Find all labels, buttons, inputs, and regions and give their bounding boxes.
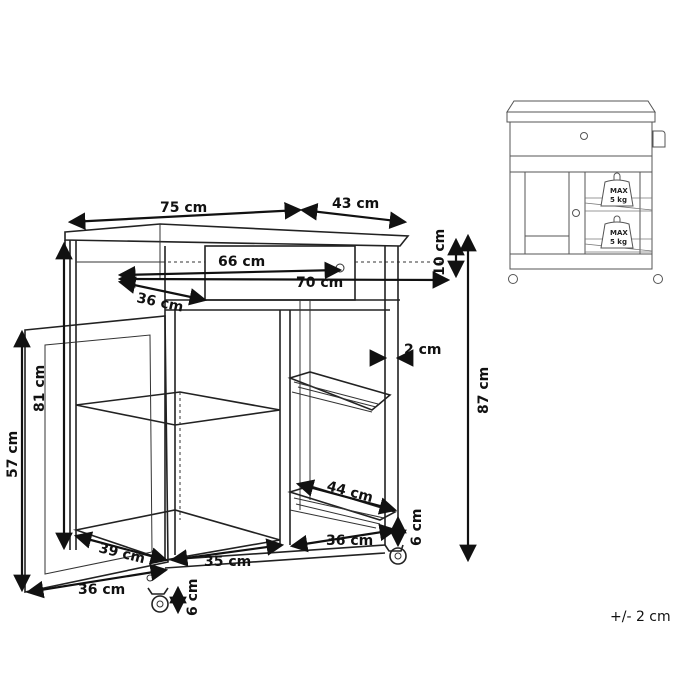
label-frame-thickness: 2 cm xyxy=(404,342,442,358)
label-total-height: 87 cm xyxy=(476,367,492,414)
label-top-depth: 43 cm xyxy=(332,196,379,212)
dimension-lines xyxy=(13,202,477,615)
svg-text:5 kg: 5 kg xyxy=(610,196,627,204)
wheel-left xyxy=(147,587,169,613)
label-cabinet-depth: 39 cm xyxy=(97,540,147,567)
label-shelf-depth: 36 cm xyxy=(326,533,373,549)
label-cabinet-width: 35 cm xyxy=(204,554,251,570)
left-shelf xyxy=(75,391,281,426)
svg-text:5 kg: 5 kg xyxy=(610,238,627,246)
label-wheel-height-left: 6 cm xyxy=(185,578,201,616)
weight-icon-bottom: MAX 5 kg xyxy=(600,215,634,249)
label-drawer-height: 10 cm xyxy=(432,229,448,276)
label-drawer-width: 66 cm xyxy=(218,254,265,270)
label-wheel-height-right: 6 cm xyxy=(409,508,425,546)
label-top-width: 75 cm xyxy=(160,200,207,216)
open-door xyxy=(24,315,169,593)
label-drawer-depth-total: 70 cm xyxy=(296,275,343,291)
label-door-height: 57 cm xyxy=(5,431,21,478)
svg-text:MAX: MAX xyxy=(610,187,628,195)
label-inner-height: 81 cm xyxy=(32,365,48,412)
label-shelf-width: 44 cm xyxy=(325,478,375,506)
tolerance-note: +/- 2 cm xyxy=(610,609,671,625)
wheel-right xyxy=(384,544,407,565)
svg-text:MAX: MAX xyxy=(610,229,628,237)
top-board xyxy=(64,223,410,247)
weight-icon-top: MAX 5 kg xyxy=(600,172,634,207)
cart-thumbnail: MAX 5 kg MAX 5 kg xyxy=(506,100,666,284)
label-door-width: 36 cm xyxy=(78,582,125,598)
thumb-drawer xyxy=(509,121,653,157)
